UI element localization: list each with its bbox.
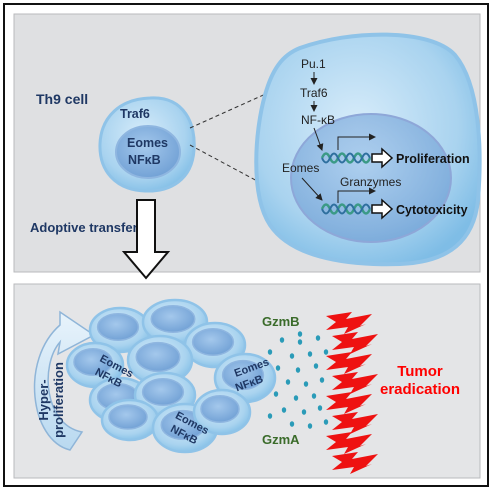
granzyme-dot: [319, 377, 325, 383]
granzyme-dot: [315, 335, 321, 341]
th9-small-cell: Traf6 Eomes NFκB: [98, 96, 196, 193]
cluster-cell-nucleus: [73, 348, 113, 376]
granzyme-dot: [311, 393, 317, 399]
small-cell-eomes: Eomes: [127, 136, 168, 150]
cell-cluster: [65, 298, 277, 454]
lightning-bolt: [326, 432, 372, 454]
dna-helix-1-strand: [321, 152, 371, 164]
cluster-cell-nucleus: [108, 404, 148, 430]
cluster-cell-nucleus: [191, 328, 235, 356]
granzyme-dot: [275, 365, 281, 371]
dna-helix-2-strand: [321, 203, 371, 215]
eomes-label: Eomes: [282, 161, 319, 175]
cluster-cell-nucleus: [150, 305, 196, 333]
top-panel: Th9 cell Traf6 Eomes NFκB Pu.1 Traf6 NF-…: [13, 13, 482, 273]
lightning-bolt: [332, 372, 378, 394]
granzyme-dot: [293, 395, 299, 401]
curved-arrow-shape: [33, 310, 96, 451]
lightning-bolt: [326, 352, 372, 374]
hyper-label-line2: proliferation: [51, 362, 66, 438]
small-cell-nfkb: NFκB: [128, 153, 161, 167]
hyper-label-line1: Hyper-: [36, 379, 51, 420]
nfkb-to-gene-arrow: [313, 127, 324, 151]
granzyme-dot: [273, 391, 279, 397]
pathway-pu1: Pu.1: [301, 57, 326, 71]
granzyme-dot: [323, 419, 329, 425]
transcription-arrow-1: [337, 133, 376, 150]
tumor-bolts: [326, 312, 378, 474]
lightning-bolt: [326, 312, 372, 334]
granzymes-label: Granzymes: [340, 175, 401, 189]
granzyme-dot: [295, 367, 301, 373]
granzyme-dot: [289, 421, 295, 427]
granzyme-dot: [281, 407, 287, 413]
gzmb-label: GzmB: [262, 314, 300, 329]
bottom-panel: Hyper- proliferation Eomes NFκB Eomes NF…: [13, 283, 481, 479]
down-hollow-arrow: [121, 199, 171, 280]
adoptive-transfer-label: Adoptive transfer: [30, 220, 138, 235]
lightning-bolt: [332, 452, 378, 474]
granzyme-dot: [313, 363, 319, 369]
granzyme-dot: [297, 331, 303, 337]
gzma-label: GzmA: [262, 432, 300, 447]
cluster-cell-nucleus: [141, 378, 185, 406]
transcription-arrow-2: [337, 187, 376, 203]
granzyme-dot: [297, 339, 303, 345]
cytotoxicity-hollow-arrow: [371, 198, 394, 220]
proliferation-label: Proliferation: [396, 152, 470, 166]
small-cell-traf6: Traf6: [120, 107, 150, 121]
granzyme-dot: [303, 381, 309, 387]
cluster-cell-nucleus: [135, 341, 181, 373]
pathway-nfkb: NF-κB: [301, 113, 335, 127]
granzyme-dot: [279, 337, 285, 343]
cluster-cell-nucleus: [96, 313, 140, 341]
cluster-cell: [65, 341, 125, 389]
adoptive-transfer: Adoptive transfer: [30, 199, 171, 280]
th9-cell-label: Th9 cell: [36, 91, 88, 107]
lightning-bolt: [326, 392, 372, 414]
cluster-cell: [88, 306, 152, 354]
cluster-cell: [100, 398, 160, 442]
cluster-cell: [192, 388, 252, 436]
tumor-label-line2: eradication: [380, 381, 460, 398]
granzyme-dot: [267, 413, 273, 419]
zoom-line-upper: [189, 91, 271, 129]
cluster-cell-nucleus: [221, 359, 265, 391]
granzyme-dot: [323, 349, 329, 355]
cluster-cell-nucleus: [200, 395, 240, 423]
granzyme-dot: [307, 423, 313, 429]
small-cell-nucleus: [115, 125, 181, 179]
cytotoxicity-label: Cytotoxicity: [396, 203, 468, 217]
granzyme-dot: [307, 351, 313, 357]
proliferation-hollow-arrow: [371, 147, 394, 169]
tumor-label-line1: Tumor: [397, 363, 443, 380]
granzyme-dot: [301, 409, 307, 415]
eomes-to-gene-arrow: [301, 177, 323, 201]
granzyme-dot: [285, 379, 291, 385]
granzyme-dot: [267, 349, 273, 355]
lightning-bolt: [332, 332, 378, 354]
granzyme-dots: [267, 331, 329, 429]
granzyme-dot: [289, 353, 295, 359]
hyper-proliferation-arc: Hyper- proliferation: [33, 310, 96, 451]
granzyme-dot: [317, 405, 323, 411]
pathway-traf6: Traf6: [300, 86, 328, 100]
large-cell: Pu.1 Traf6 NF-κB Proliferation Eomes Gra…: [254, 32, 482, 267]
lightning-bolt: [332, 412, 378, 434]
